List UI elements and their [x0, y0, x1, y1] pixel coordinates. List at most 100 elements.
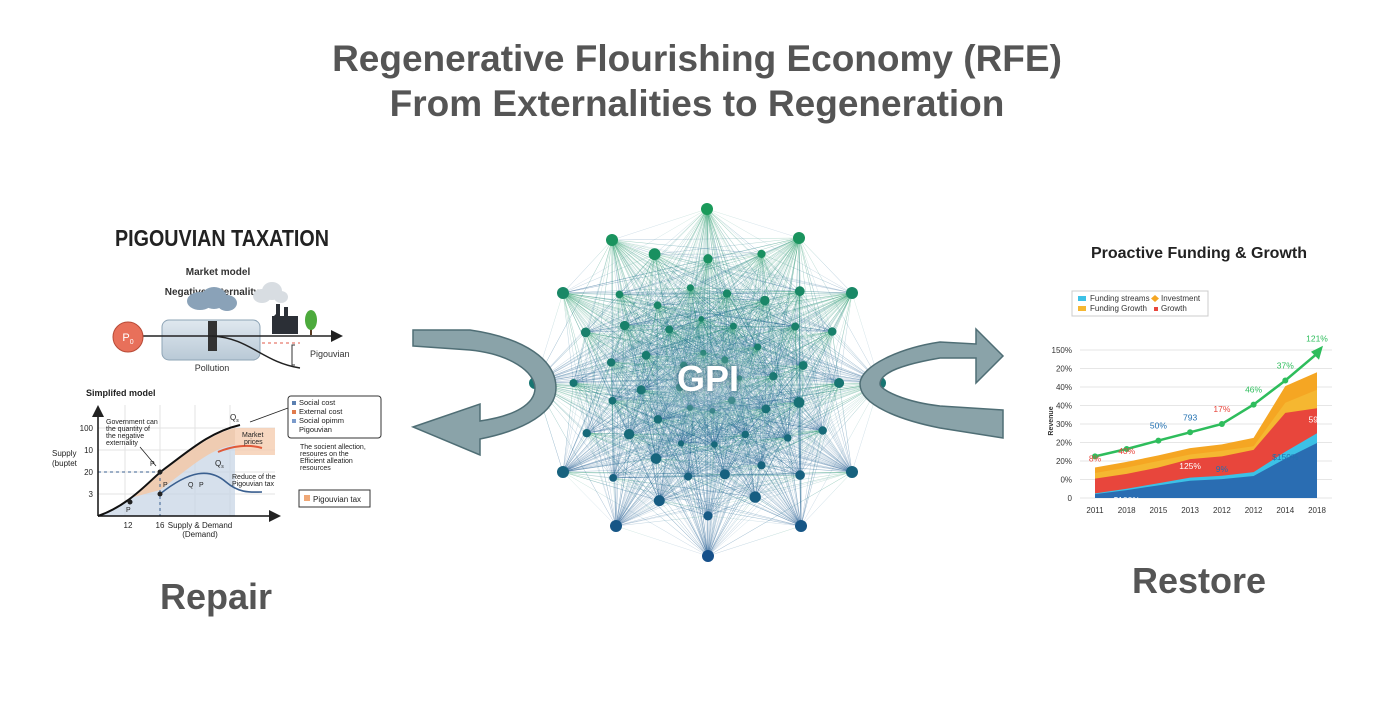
- svg-text:resources: resources: [300, 465, 331, 472]
- svg-text:externality: externality: [106, 440, 138, 447]
- data-label: 59%: [1308, 414, 1325, 424]
- network-node: [557, 287, 569, 299]
- svg-text:P: P: [150, 461, 155, 468]
- x-tick-label: 2013: [1181, 506, 1199, 515]
- network-node: [557, 466, 569, 478]
- government-note: Government can the quantity of the negat…: [106, 419, 158, 447]
- network-node: [827, 327, 837, 336]
- pigouvian-area: [235, 428, 275, 455]
- growth-arrowhead: [1311, 345, 1323, 360]
- tree-icon: [305, 310, 317, 335]
- svg-text:Pigouvian tax: Pigouvian tax: [232, 481, 275, 488]
- network-node: [648, 248, 661, 261]
- network-node: [529, 377, 541, 389]
- data-label: 8%: [1089, 454, 1102, 464]
- legend-swatch-growth: [1154, 307, 1158, 311]
- network-node: [650, 453, 662, 464]
- y-tick-label: 40%: [1056, 402, 1072, 411]
- y-tick-100: 100: [80, 424, 94, 433]
- network-node: [606, 358, 616, 367]
- network-node: [791, 322, 800, 331]
- growth-point: [1092, 453, 1098, 460]
- network-node: [795, 470, 805, 480]
- legend-social-cost: Social cost: [299, 398, 336, 407]
- legend-external-cost: External cost: [299, 407, 343, 416]
- gpi-network-graph: [529, 203, 886, 562]
- svg-text:P: P: [163, 482, 168, 489]
- chart-title: Proactive Funding & Growth: [1091, 245, 1307, 262]
- cloud-icon: [187, 287, 237, 311]
- svg-text:P: P: [126, 507, 131, 514]
- x-tick-label: 2012: [1213, 506, 1231, 515]
- svg-text:Efficient alleation: Efficient alleation: [300, 458, 353, 465]
- pigouvian-reduce-curve: [159, 472, 263, 495]
- area-base: [1095, 443, 1317, 498]
- svg-text:The socient allection,: The socient allection,: [300, 444, 366, 451]
- network-node: [610, 520, 622, 532]
- supply-curve: [97, 424, 241, 517]
- data-label: 125%: [1179, 461, 1201, 471]
- network-node: [729, 322, 737, 330]
- network-node: [719, 469, 730, 480]
- external-cost-area: [130, 428, 235, 498]
- network-node: [703, 511, 713, 521]
- x-tick-label: 2012: [1245, 506, 1263, 515]
- growth-point: [1250, 401, 1257, 408]
- data-label: 793: [1183, 412, 1197, 422]
- svg-text:Q: Q: [188, 482, 194, 489]
- data-label: 17%: [1213, 404, 1230, 414]
- network-node: [722, 289, 732, 298]
- reduce-note: Reduce of the Pigouvian tax: [232, 474, 276, 488]
- y-tick-3: 3: [89, 490, 94, 499]
- y-tick-label: 30%: [1056, 420, 1072, 429]
- network-node: [653, 495, 665, 507]
- network-node: [846, 287, 858, 299]
- legend-growth: Growth: [1161, 304, 1187, 313]
- pigouvian-taxation-diagram: PIGOUVIAN TAXATION Market model Negative…: [52, 225, 382, 539]
- growth-point: [1187, 429, 1194, 436]
- network-node: [684, 472, 693, 481]
- network-node: [677, 440, 685, 447]
- network-node: [615, 290, 624, 299]
- network-node: [653, 301, 662, 310]
- growth-point: [1218, 421, 1225, 427]
- y-tick-10: 10: [84, 446, 93, 455]
- network-node: [686, 284, 694, 292]
- y-tick-label: 20%: [1056, 439, 1072, 448]
- network-node: [665, 325, 674, 334]
- gpi-label: GPI: [676, 358, 739, 399]
- chart-legend: Funding streams Investment Funding Growt…: [1071, 290, 1209, 317]
- restore-label: Restore: [1132, 560, 1267, 601]
- curve-point-labels: P P Q P P: [126, 461, 204, 514]
- svg-text:Pigouvian tax: Pigouvian tax: [313, 495, 361, 504]
- network-node: [582, 429, 591, 438]
- legend-swatch-funding-streams: [1078, 296, 1086, 301]
- x-axis-label-1: Supply & Demand: [168, 521, 232, 530]
- network-node: [754, 343, 762, 351]
- y-tick-label: 150%: [1052, 346, 1072, 355]
- y-axis-label-2: (buptet: [52, 459, 78, 468]
- x-tick-label: 2011: [1086, 506, 1104, 515]
- legend-social-optimum-swatch: [292, 419, 296, 423]
- network-node: [703, 254, 713, 264]
- supply-demand-plot: [92, 405, 281, 522]
- y-tick-label: 20%: [1056, 457, 1072, 466]
- network-node: [794, 286, 805, 297]
- legend-investment: Investment: [1161, 294, 1201, 303]
- data-label: 37%: [1277, 361, 1294, 371]
- y-tick-label: 0%: [1060, 476, 1072, 485]
- network-node: [701, 203, 713, 215]
- network-node: [834, 378, 845, 388]
- growth-line: [1094, 352, 1318, 458]
- factory-icon: [272, 304, 298, 334]
- chart-data-labels: 8%40%50%79317%46%37%121%125%9%59%$100%$1…: [1089, 334, 1328, 505]
- network-node: [641, 350, 651, 360]
- network-node: [784, 434, 792, 442]
- svg-text:prices: prices: [244, 439, 263, 446]
- cost-legend-box: Social cost External cost Social opimm P…: [287, 395, 382, 439]
- x-tick-label: 2014: [1276, 506, 1294, 515]
- data-label: 40%: [1118, 446, 1135, 456]
- legend-social-cost-swatch: [292, 401, 296, 405]
- x-tick-label: 2018: [1118, 506, 1136, 515]
- network-node: [795, 520, 807, 532]
